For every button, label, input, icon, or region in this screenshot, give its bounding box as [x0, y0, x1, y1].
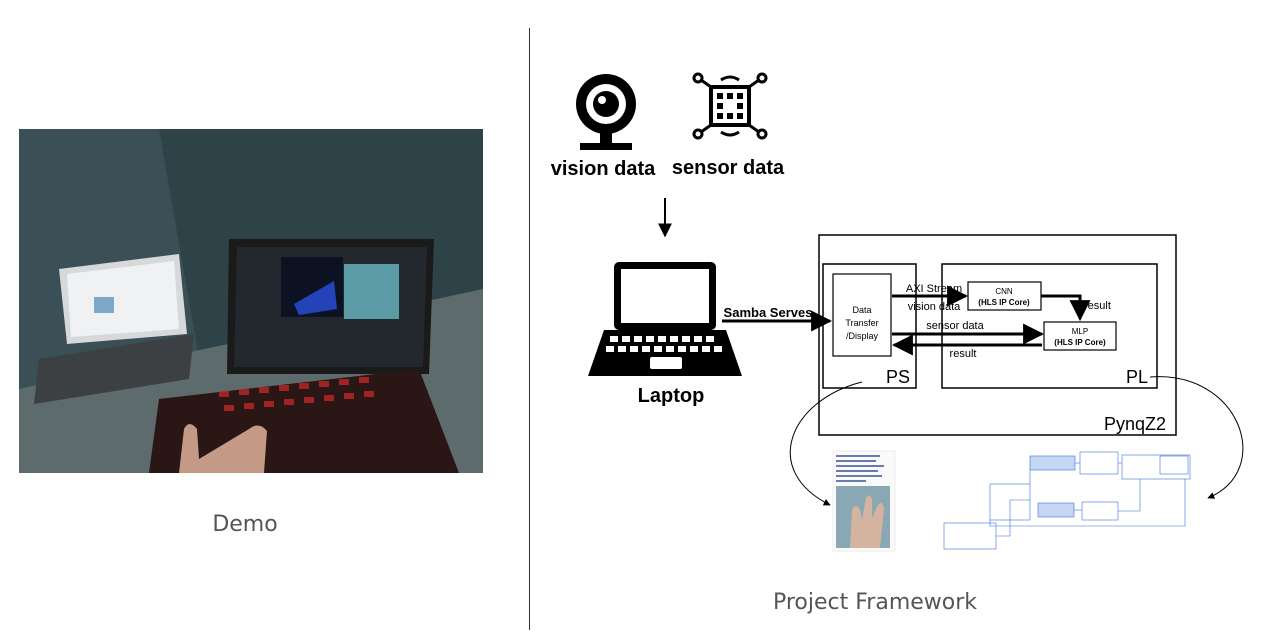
pynq-board-box: [818, 234, 1177, 436]
divider: [529, 28, 530, 630]
pl-label: PL: [1126, 367, 1148, 387]
ps-box: [822, 263, 917, 389]
board-label: PynqZ2: [1104, 414, 1166, 434]
cnn-subtitle: (HLS IP Core): [978, 298, 1030, 307]
demo-caption: Demo: [212, 512, 278, 537]
cnn-result-arrow: [1041, 294, 1091, 322]
pl-curve-arrow: [1149, 376, 1244, 499]
laptop-icon: [588, 262, 742, 376]
framework-diagram: vision data sensor data Laptop Samba Ser…: [551, 72, 1244, 552]
data-transfer-block: [832, 273, 892, 357]
sensor-chip-icon: [692, 72, 768, 140]
data-transfer-line3: /Display: [846, 331, 879, 341]
vision-data-label: vision data: [551, 158, 656, 180]
data-transfer-line2: Transfer: [845, 318, 878, 328]
mlp-subtitle: (HLS IP Core): [1054, 338, 1106, 347]
sensor-arrow-label: sensor data: [926, 320, 984, 332]
ps-label: PS: [886, 367, 910, 387]
framework-caption: Project Framework: [772, 590, 978, 615]
mlp-block: [1043, 321, 1117, 351]
samba-label: Samba Serves: [724, 305, 813, 320]
ps-screenshot: [832, 450, 896, 552]
ps-curve-arrow: [789, 381, 863, 506]
laptop-label: Laptop: [638, 385, 705, 407]
data-transfer-line1: Data: [852, 305, 871, 315]
axi-label-2: vision data: [908, 301, 961, 313]
cnn-block: [967, 281, 1042, 311]
mlp-result-label: result: [950, 348, 977, 360]
cnn-result-label: result: [1084, 300, 1111, 312]
demo-photo: [19, 129, 483, 473]
pl-block-design-screenshot: [943, 451, 1191, 550]
cnn-title: CNN: [995, 287, 1013, 296]
sensor-data-label: sensor data: [672, 157, 785, 179]
mlp-title: MLP: [1072, 327, 1088, 336]
axi-label-1: AXI Stream: [906, 283, 962, 295]
webcam-icon: [576, 74, 636, 150]
pl-box: [941, 263, 1158, 389]
